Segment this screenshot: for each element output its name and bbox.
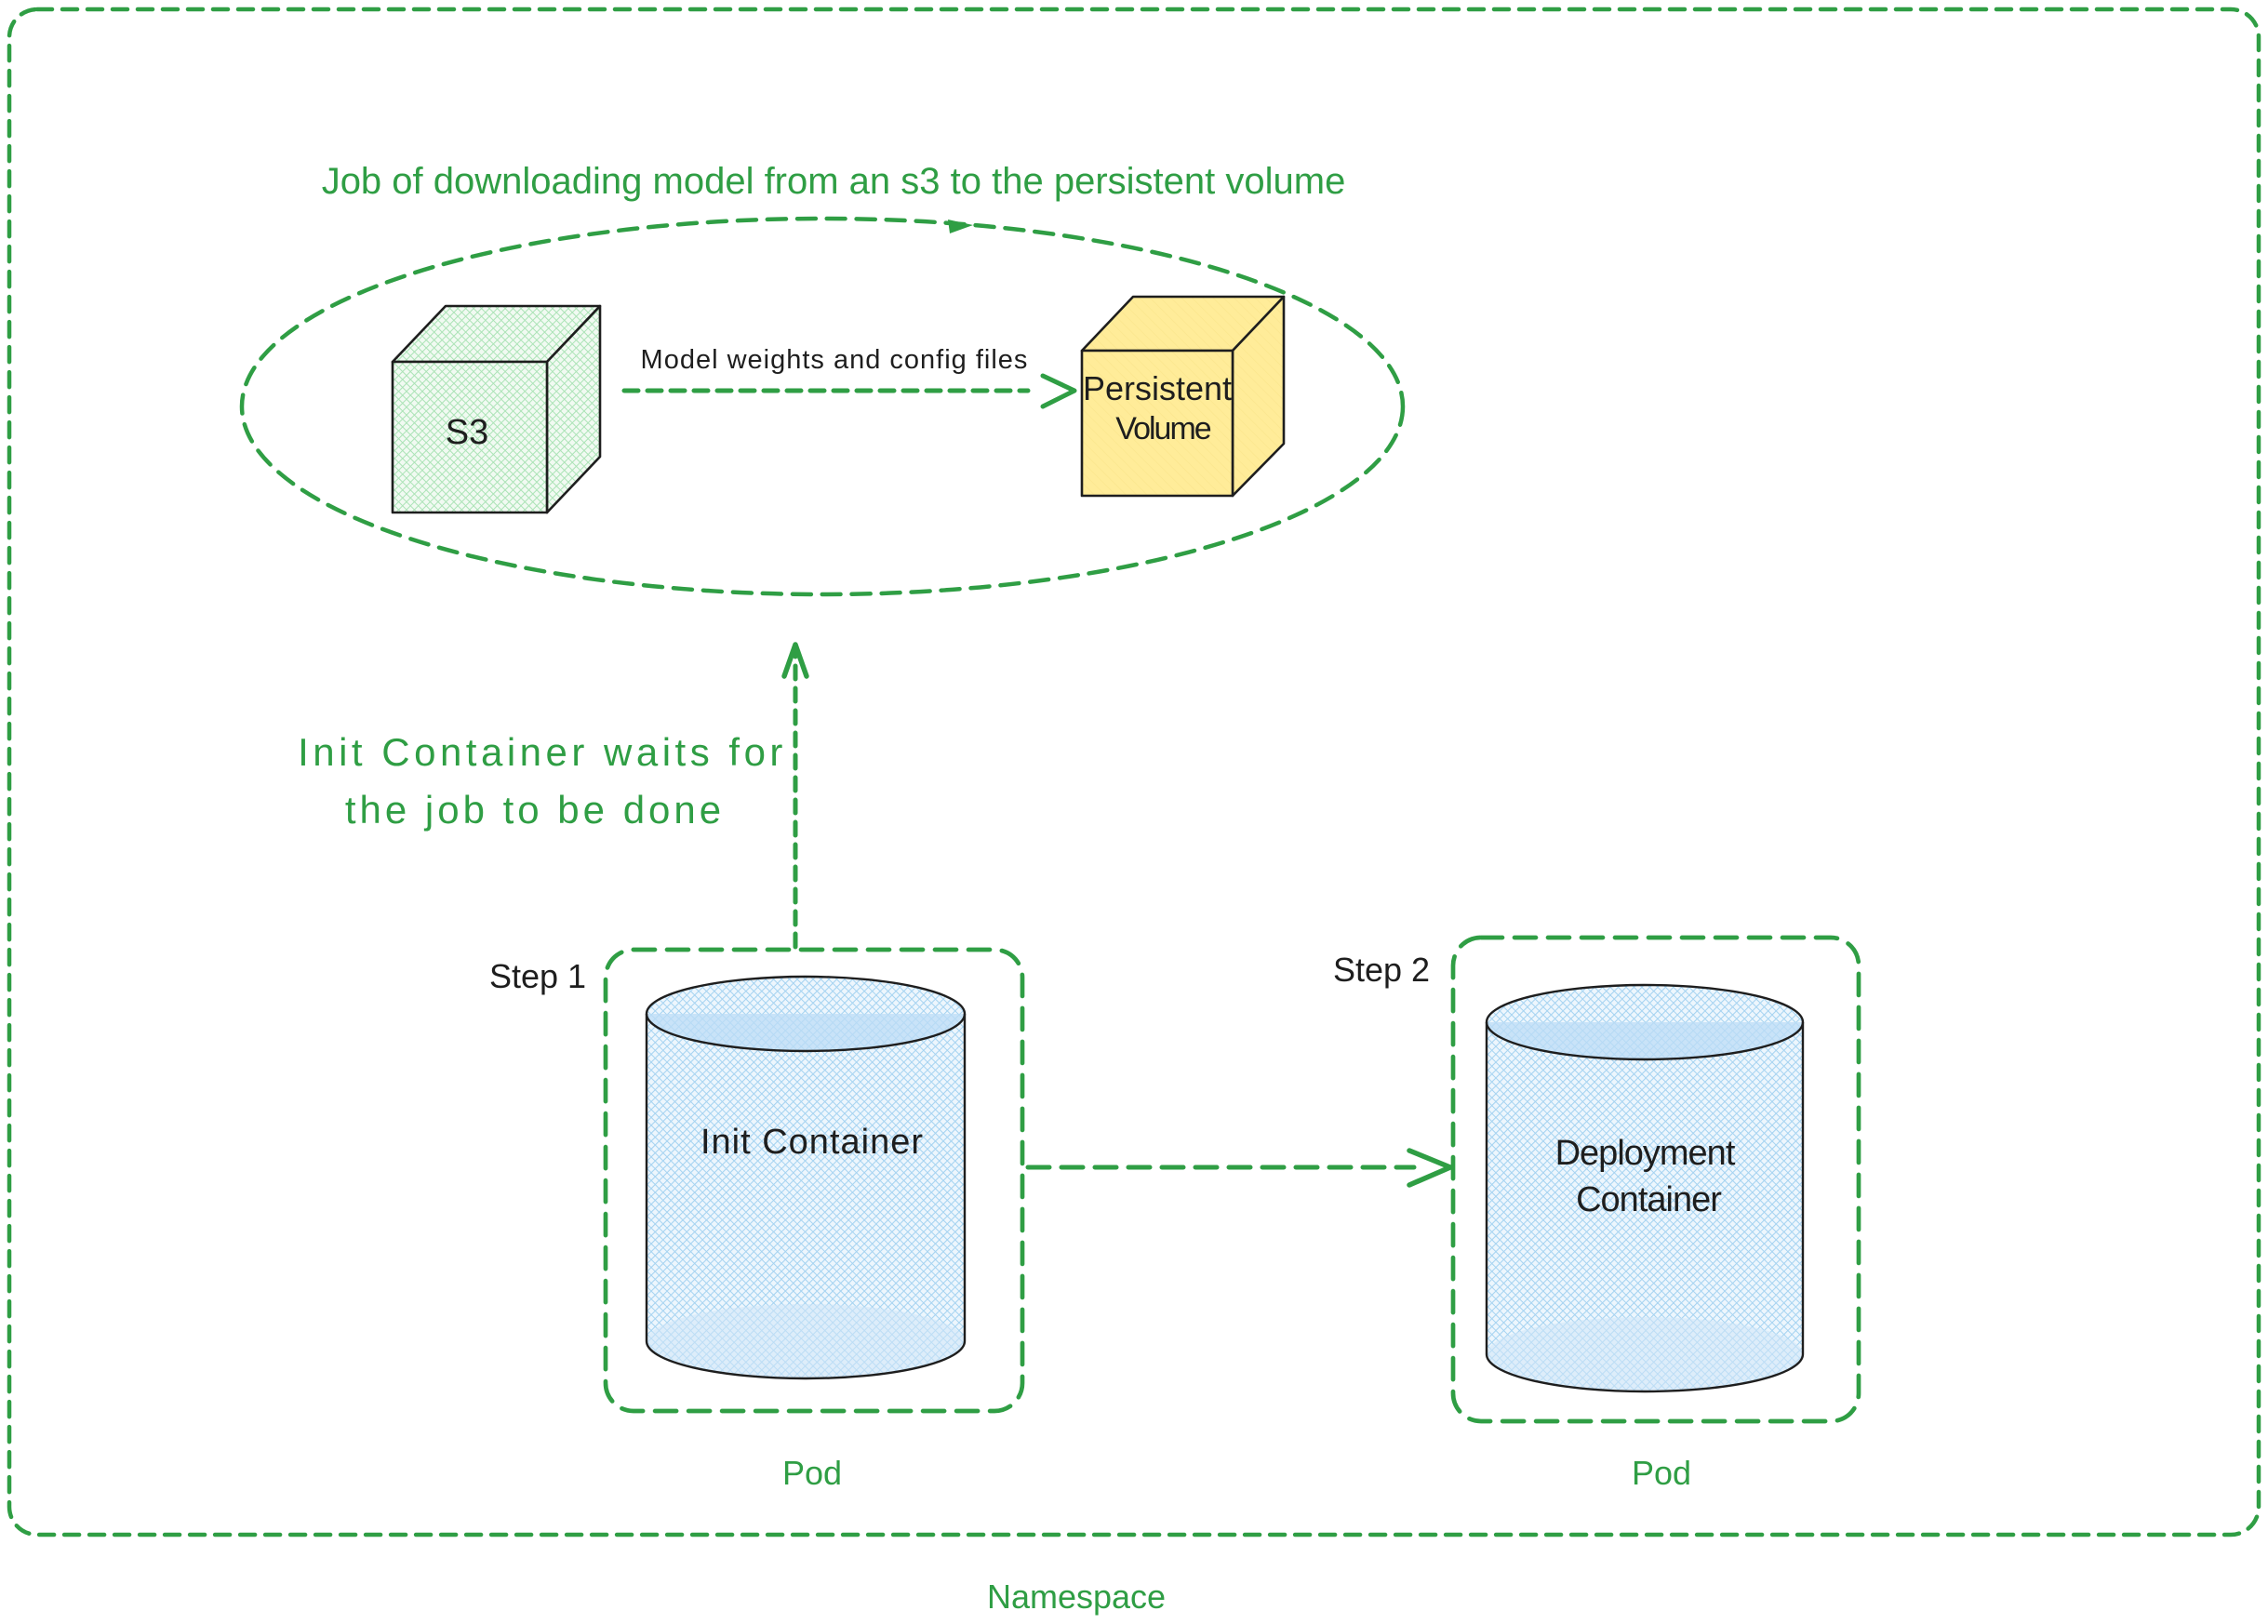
- svg-text:Volume: Volume: [1115, 411, 1210, 446]
- svg-text:S3: S3: [446, 413, 488, 452]
- svg-text:Model weights and config files: Model weights and config files: [641, 345, 1029, 375]
- svg-text:Container: Container: [1576, 1180, 1722, 1219]
- svg-text:Init Container waits for: Init Container waits for: [298, 730, 787, 774]
- svg-text:Step 2: Step 2: [1333, 951, 1430, 989]
- svg-text:Init Container: Init Container: [700, 1123, 924, 1162]
- svg-text:the job to be done: the job to be done: [345, 788, 725, 832]
- svg-text:Namespace: Namespace: [987, 1577, 1166, 1616]
- svg-text:Deployment: Deployment: [1555, 1134, 1736, 1173]
- svg-text:Job of downloading model from: Job of downloading model from an s3 to t…: [322, 161, 1346, 202]
- svg-text:Pod: Pod: [1632, 1454, 1691, 1492]
- svg-text:Pod: Pod: [782, 1454, 842, 1492]
- svg-text:Step 1: Step 1: [489, 957, 586, 995]
- svg-text:Persistent: Persistent: [1083, 369, 1232, 407]
